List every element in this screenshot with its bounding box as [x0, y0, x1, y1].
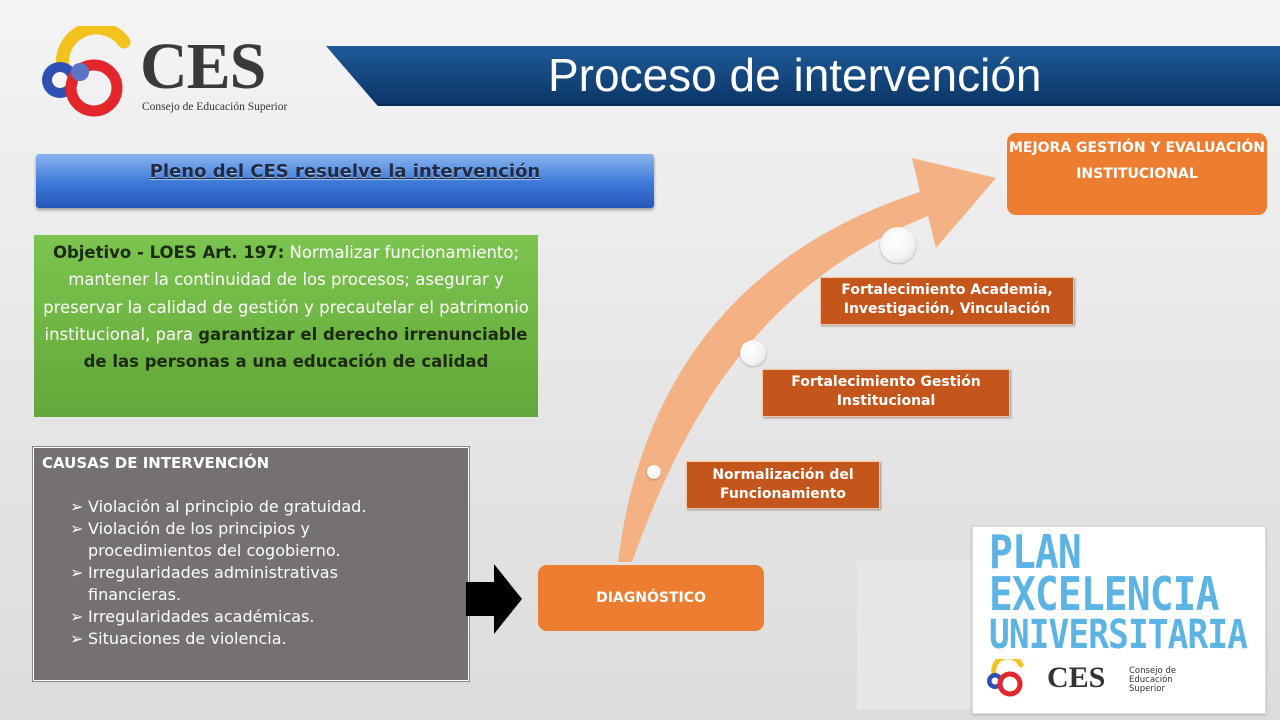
pleno-text: Pleno del CES resuelve la intervención	[149, 161, 541, 182]
right-arrow-icon	[466, 564, 522, 634]
ces-logo-icon	[42, 26, 131, 117]
objetivo-text: Normalizar funcionamiento; mantener la c…	[43, 243, 529, 344]
plan-excelencia-logo: PLAN EXCELENCIA UNIVERSITARIA CES Consej…	[972, 526, 1266, 714]
stage-dot	[740, 340, 766, 366]
arrow-bullet-icon: ➢	[70, 607, 84, 626]
plan-backdrop	[857, 560, 975, 710]
diagnostico-box: DIAGNÓSTICO	[538, 565, 764, 631]
stage-label-gestion: Fortalecimiento Gestión Institucional	[762, 369, 1010, 417]
list-item: ➢Violación al principio de gratuidad.	[70, 497, 367, 516]
arrow-bullet-icon: ➢	[70, 497, 84, 516]
plan-line-2: EXCELENCIA	[989, 567, 1219, 621]
stage-label-normalizacion: Normalización del Funcionamiento	[686, 461, 880, 509]
plan-line-1: PLAN	[989, 525, 1082, 579]
plan-ces-name: CES	[1047, 661, 1106, 694]
mejora-box: MEJORA GESTIÓN Y EVALUACIÓN INSTITUCIONA…	[1007, 133, 1267, 215]
title-banner	[326, 46, 1280, 106]
objetivo-emphasis: garantizar el derecho irrenunciable de l…	[83, 324, 528, 372]
list-item: ➢Violación de los principios y procedimi…	[70, 519, 341, 560]
progress-curve-arrow	[618, 158, 996, 562]
logo-subtitle: Consejo de Educación Superior	[142, 101, 288, 113]
plan-ces-subtitle: Consejo de Educación Superior	[1129, 666, 1177, 694]
logo-title: CES	[140, 30, 266, 103]
list-item: ➢Irregularidades académicas.	[70, 607, 315, 626]
list-item: ➢Irregularidades administrativas financi…	[70, 563, 338, 604]
stage-label-academia: Fortalecimiento Academia, Investigación,…	[820, 277, 1074, 325]
ces-small-logo-icon	[987, 659, 1024, 697]
plan-line-3: UNIVERSITARIA	[989, 612, 1248, 658]
objetivo-box: Objetivo - LOES Art. 197: Normalizar fun…	[34, 235, 538, 417]
causas-list: ➢Violación al principio de gratuidad. ➢V…	[70, 496, 418, 650]
arrow-bullet-icon: ➢	[70, 629, 84, 648]
arrow-bullet-icon: ➢	[70, 519, 84, 538]
pleno-banner: Pleno del CES resuelve la intervención	[36, 154, 654, 208]
causas-box: CAUSAS DE INTERVENCIÓN ➢Violación al pri…	[33, 447, 469, 681]
objetivo-label: Objetivo - LOES Art. 197:	[52, 243, 285, 262]
arrow-bullet-icon: ➢	[70, 563, 84, 582]
stage-dot	[880, 227, 916, 263]
page-title: Proceso de intervención	[548, 49, 1042, 101]
causas-title: CAUSAS DE INTERVENCIÓN	[42, 454, 270, 472]
list-item: ➢Situaciones de violencia.	[70, 629, 287, 648]
stage-dot	[647, 465, 661, 479]
